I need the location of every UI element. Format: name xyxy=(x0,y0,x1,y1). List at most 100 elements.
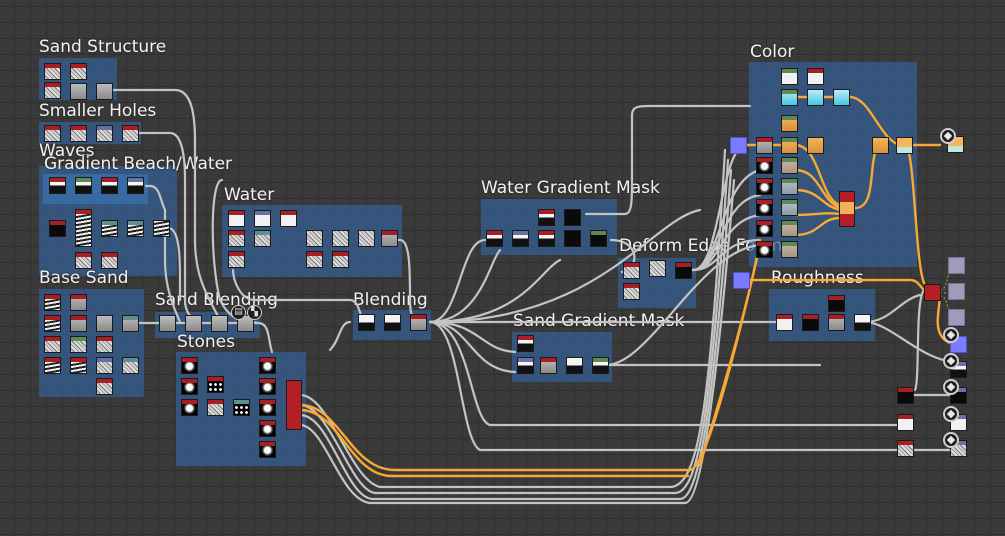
node-input-purple[interactable] xyxy=(730,137,747,154)
node-input-purple[interactable] xyxy=(733,272,750,289)
node-blend[interactable] xyxy=(122,315,139,332)
node-color-uniform[interactable] xyxy=(807,68,824,85)
node-noise[interactable] xyxy=(228,210,245,227)
node-noise[interactable] xyxy=(332,251,349,268)
cube-output-icon[interactable] xyxy=(943,379,959,395)
node-warp[interactable] xyxy=(649,260,666,277)
node-noise[interactable] xyxy=(207,399,224,416)
output-node[interactable] xyxy=(948,257,965,274)
node-gradient[interactable] xyxy=(538,209,555,226)
node-shape[interactable] xyxy=(49,220,66,237)
node-blend[interactable] xyxy=(833,89,850,106)
node-levels[interactable] xyxy=(590,230,607,247)
node-noise[interactable] xyxy=(101,252,118,269)
node-gradient[interactable] xyxy=(486,230,503,247)
node-level[interactable] xyxy=(70,315,87,332)
node-blend[interactable] xyxy=(384,314,401,331)
node-gradient[interactable] xyxy=(538,230,555,247)
cube-output-icon[interactable] xyxy=(940,128,956,144)
node-gradient[interactable] xyxy=(101,177,118,194)
node-gradient[interactable] xyxy=(75,177,92,194)
node-gradient[interactable] xyxy=(517,357,534,374)
node-stone-color[interactable] xyxy=(781,220,798,237)
node-stone[interactable] xyxy=(259,420,276,437)
node-noise[interactable] xyxy=(623,283,640,300)
node-tile-sampler[interactable] xyxy=(207,376,224,393)
node-levels[interactable] xyxy=(776,314,793,331)
node-levels[interactable] xyxy=(802,314,819,331)
node-noise[interactable] xyxy=(44,336,61,353)
node-noise[interactable] xyxy=(623,262,640,279)
checker-icon[interactable]: ▚ xyxy=(247,305,262,320)
node-stone[interactable] xyxy=(259,399,276,416)
node-stone-color[interactable] xyxy=(781,199,798,216)
node-ao[interactable] xyxy=(897,440,914,457)
node-blend[interactable] xyxy=(854,314,871,331)
node-blend[interactable] xyxy=(872,137,889,154)
node-gradient-map[interactable] xyxy=(756,137,773,154)
node-levels[interactable] xyxy=(564,230,581,247)
node-noise[interactable] xyxy=(96,378,113,395)
node-stone-mask[interactable] xyxy=(756,157,773,174)
node-stone[interactable] xyxy=(259,378,276,395)
node-gradient[interactable] xyxy=(49,177,66,194)
node-material-blend[interactable] xyxy=(839,191,855,227)
node-blend[interactable] xyxy=(807,137,824,154)
cube-output-icon[interactable] xyxy=(943,432,959,448)
node-stone-shape[interactable] xyxy=(181,378,198,395)
node-height[interactable] xyxy=(897,414,914,431)
node-pattern[interactable] xyxy=(44,357,61,374)
node-blend[interactable] xyxy=(211,315,228,332)
node-blend[interactable] xyxy=(159,315,176,332)
node-noise[interactable] xyxy=(44,82,61,99)
node-noise[interactable] xyxy=(122,357,139,374)
node-pattern[interactable] xyxy=(44,315,61,332)
node-levels[interactable] xyxy=(566,357,583,374)
node-stone-mask[interactable] xyxy=(756,220,773,237)
cube-output-icon[interactable] xyxy=(943,406,959,422)
page-icon[interactable]: ▤ xyxy=(231,305,246,320)
node-noise[interactable] xyxy=(228,230,245,247)
node-uniform[interactable] xyxy=(828,295,845,312)
node-levels[interactable] xyxy=(564,209,581,226)
node-noise[interactable] xyxy=(306,251,323,268)
node-color-sand[interactable] xyxy=(781,115,798,132)
node-wave[interactable] xyxy=(153,220,170,237)
node-stone-shape[interactable] xyxy=(181,399,198,416)
node-wave[interactable] xyxy=(101,220,118,237)
node-stone-color[interactable] xyxy=(781,178,798,195)
node-stone[interactable] xyxy=(259,357,276,374)
node-stone-color[interactable] xyxy=(781,157,798,174)
node-warp[interactable] xyxy=(75,209,92,247)
node-wave[interactable] xyxy=(127,220,144,237)
node-noise[interactable] xyxy=(70,63,87,80)
node-noise[interactable] xyxy=(96,336,113,353)
node-blend[interactable] xyxy=(185,315,202,332)
node-pattern[interactable] xyxy=(44,294,61,311)
node-levels[interactable] xyxy=(592,357,609,374)
node-blend[interactable] xyxy=(896,137,913,154)
node-gradient[interactable] xyxy=(127,177,144,194)
node-blend[interactable] xyxy=(96,315,113,332)
node-blend[interactable] xyxy=(358,314,375,331)
node-noise[interactable] xyxy=(96,357,113,374)
node-noise[interactable] xyxy=(96,125,113,142)
node-noise[interactable] xyxy=(254,210,271,227)
node-gradient[interactable] xyxy=(517,335,534,352)
node-noise[interactable] xyxy=(44,125,61,142)
node-blend[interactable] xyxy=(96,83,113,100)
node-normal-combine[interactable] xyxy=(924,284,941,301)
node-blend[interactable] xyxy=(807,89,824,106)
node-blend[interactable] xyxy=(70,83,87,100)
cube-output-icon[interactable] xyxy=(943,353,959,369)
node-color-water[interactable] xyxy=(781,89,798,106)
node-noise[interactable] xyxy=(280,210,297,227)
node-color-sand[interactable] xyxy=(781,137,798,154)
node-stone[interactable] xyxy=(259,441,276,458)
node-stone-mask[interactable] xyxy=(756,178,773,195)
node-levels[interactable] xyxy=(828,314,845,331)
node-blend[interactable] xyxy=(410,314,427,331)
node-material-blend[interactable] xyxy=(286,380,302,430)
node-pattern[interactable] xyxy=(70,357,87,374)
node-noise[interactable] xyxy=(70,125,87,142)
